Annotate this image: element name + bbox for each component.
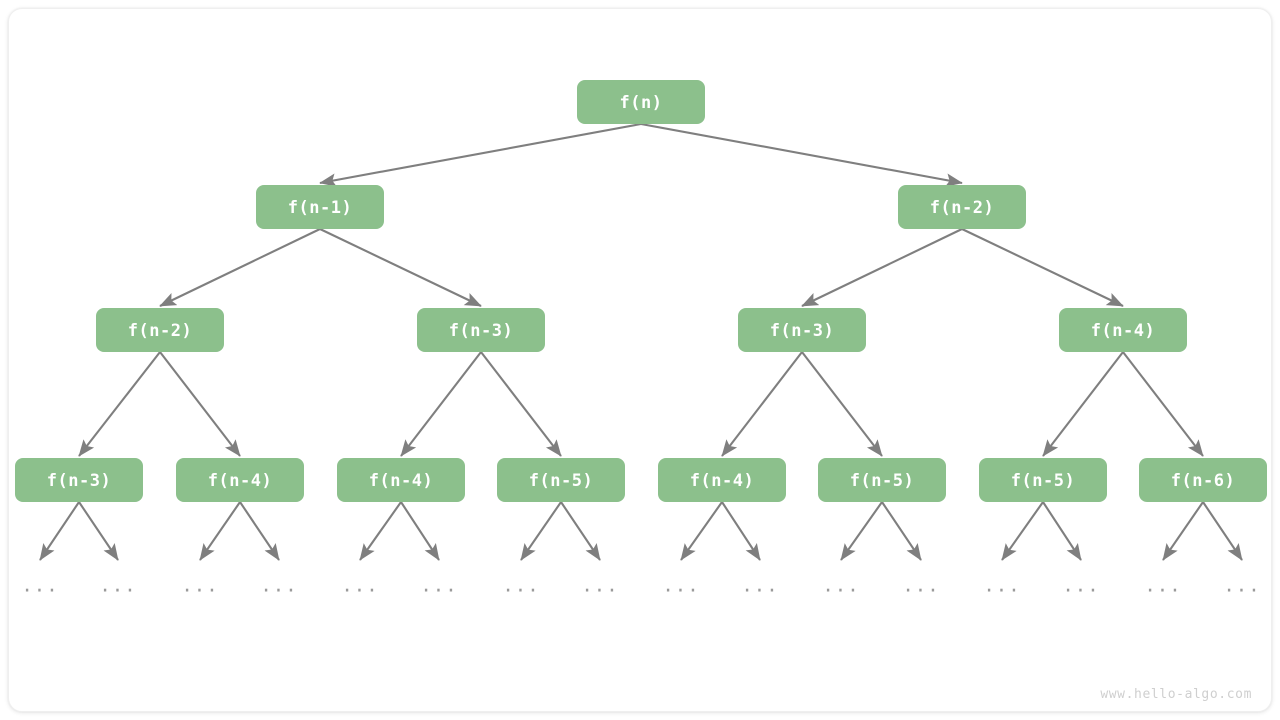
- leaf-edge: [520, 501, 562, 561]
- ellipsis-label: ...: [341, 575, 378, 597]
- tree-node-label: f(n-5): [850, 471, 914, 491]
- tree-node-label: f(n-6): [1171, 471, 1235, 491]
- tree-edge: [480, 351, 562, 457]
- tree-node[interactable]: f(n-4): [658, 458, 786, 502]
- tree-node[interactable]: f(n-5): [979, 458, 1107, 502]
- tree-edge: [640, 122, 963, 187]
- tree-node-box: [337, 458, 465, 502]
- leaf-edge: [78, 501, 119, 561]
- leaf-edge: [881, 501, 922, 561]
- tree-node-label: f(n-5): [529, 471, 593, 491]
- tree-node[interactable]: f(n-5): [818, 458, 946, 502]
- tree-edge: [319, 228, 482, 307]
- watermark-label: www.hello-algo.com: [1100, 687, 1252, 702]
- tree-edge: [78, 351, 161, 457]
- tree-node-label: f(n-5): [1011, 471, 1075, 491]
- tree-node-label: f(n-4): [369, 471, 433, 491]
- tree-node-box: [497, 458, 625, 502]
- ellipsis-label: ...: [662, 575, 699, 597]
- tree-node[interactable]: f(n-2): [898, 185, 1026, 229]
- tree-node[interactable]: f(n-4): [1059, 308, 1187, 352]
- ellipsis-label: ...: [1223, 575, 1260, 597]
- ellipsis-label: ...: [741, 575, 778, 597]
- tree-node-box: [176, 458, 304, 502]
- tree-node-label: f(n-3): [449, 321, 513, 341]
- tree-node[interactable]: f(n-3): [738, 308, 866, 352]
- tree-edge: [400, 351, 482, 457]
- tree-edge: [319, 122, 642, 187]
- tree-node[interactable]: f(n-1): [256, 185, 384, 229]
- leaf-edge: [39, 501, 80, 561]
- leaf-edge: [560, 501, 601, 561]
- leaf-edge: [680, 501, 723, 561]
- tree-node-label: f(n-3): [770, 321, 834, 341]
- leaf-edge: [239, 501, 280, 561]
- tree-node-box: [96, 308, 224, 352]
- edges-group: [39, 122, 1243, 561]
- tree-node-box: [979, 458, 1107, 502]
- ellipsis-label: ...: [983, 575, 1020, 597]
- tree-node-label: f(n-3): [47, 471, 111, 491]
- tree-node[interactable]: f(n-3): [15, 458, 143, 502]
- tree-node-box: [658, 458, 786, 502]
- leaf-edge: [1001, 501, 1044, 561]
- leaf-edge: [359, 501, 402, 561]
- tree-edge: [961, 228, 1124, 307]
- tree-edge: [1122, 351, 1204, 457]
- leaf-edge: [721, 501, 761, 561]
- ellipsis-label: ...: [902, 575, 939, 597]
- tree-edge: [159, 228, 321, 307]
- tree-node-label: f(n-4): [208, 471, 272, 491]
- tree-node[interactable]: f(n-4): [176, 458, 304, 502]
- leaf-edge: [1162, 501, 1204, 561]
- leaf-edge: [840, 501, 883, 561]
- tree-node[interactable]: f(n): [577, 80, 705, 124]
- tree-node-label: f(n-2): [128, 321, 192, 341]
- ellipsis-label: ...: [21, 575, 58, 597]
- ellipsis-label: ...: [420, 575, 457, 597]
- ellipsis-label: ...: [99, 575, 136, 597]
- tree-edge: [721, 351, 803, 457]
- tree-node[interactable]: f(n-4): [337, 458, 465, 502]
- tree-node-box: [738, 308, 866, 352]
- ellipsis-label: ...: [1062, 575, 1099, 597]
- leaf-edge: [199, 501, 241, 561]
- tree-node-box: [417, 308, 545, 352]
- tree-node-label: f(n-4): [690, 471, 754, 491]
- tree-node[interactable]: f(n-2): [96, 308, 224, 352]
- ellipsis-label: ...: [822, 575, 859, 597]
- ellipsis-label: ...: [260, 575, 297, 597]
- tree-node-box: [256, 185, 384, 229]
- tree-node-label: f(n-1): [288, 198, 352, 218]
- tree-node[interactable]: f(n-6): [1139, 458, 1267, 502]
- tree-node-box: [1139, 458, 1267, 502]
- tree-node-box: [15, 458, 143, 502]
- ellipsis-label: ...: [581, 575, 618, 597]
- tree-node-label: f(n): [620, 93, 663, 113]
- ellipsis-label: ...: [1144, 575, 1181, 597]
- tree-node-label: f(n-4): [1091, 321, 1155, 341]
- leaf-edge: [1202, 501, 1243, 561]
- tree-node[interactable]: f(n-5): [497, 458, 625, 502]
- ellipsis-label: ...: [181, 575, 218, 597]
- tree-edge: [159, 351, 241, 457]
- ellipsis-group: ........................................…: [21, 575, 1260, 597]
- tree-edge: [1042, 351, 1124, 457]
- tree-node-box: [818, 458, 946, 502]
- tree-node-box: [1059, 308, 1187, 352]
- tree-node[interactable]: f(n-3): [417, 308, 545, 352]
- tree-edge: [801, 351, 883, 457]
- tree-edge: [801, 228, 963, 307]
- ellipsis-label: ...: [502, 575, 539, 597]
- tree-node-box: [898, 185, 1026, 229]
- diagram-card: [8, 8, 1272, 712]
- tree-node-box: [577, 80, 705, 124]
- tree-node-label: f(n-2): [930, 198, 994, 218]
- nodes-group: f(n) f(n-1) f(n-2) f(n-2) f(n-3) f(n-3) f(n-4)…: [15, 80, 1267, 502]
- leaf-edge: [400, 501, 440, 561]
- leaf-edge: [1042, 501, 1082, 561]
